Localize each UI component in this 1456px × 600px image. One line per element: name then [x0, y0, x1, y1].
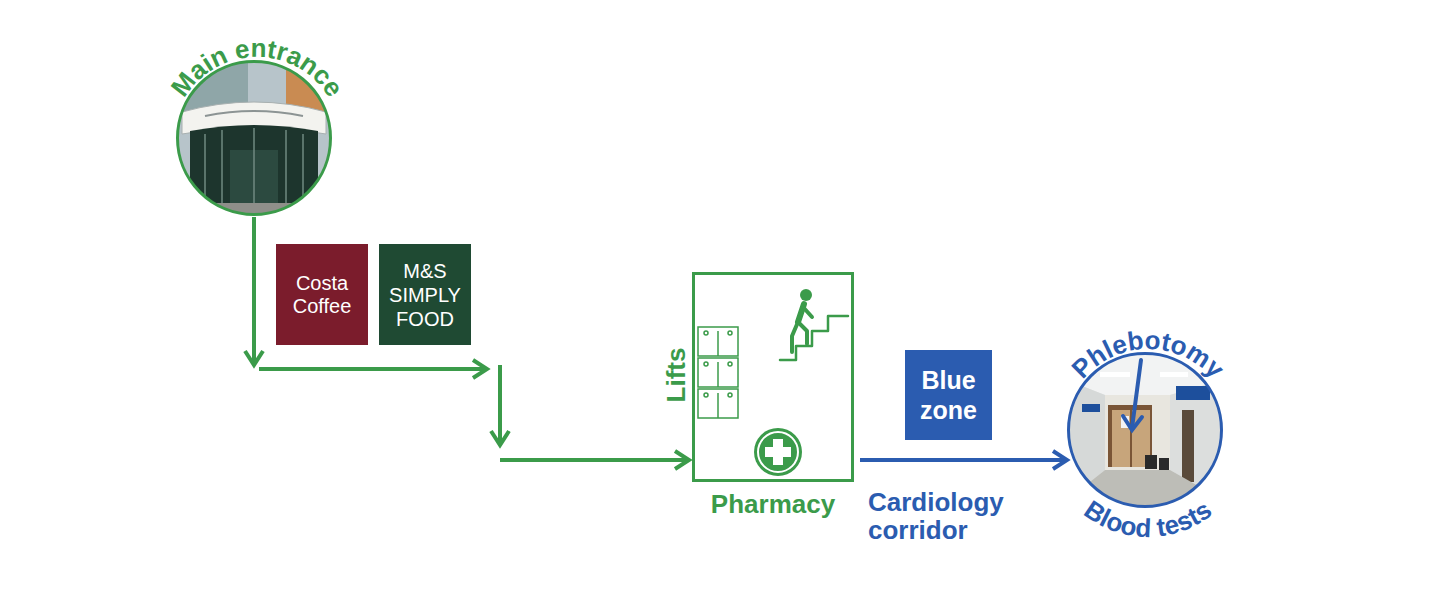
lift-light: [704, 331, 708, 335]
arrow-head: [491, 431, 509, 445]
lift-light: [728, 331, 732, 335]
zone-box: Blue zone: [905, 350, 992, 440]
node-text: Pharmacy: [675, 489, 871, 519]
route-segment: [252, 217, 256, 365]
stairs-person-head: [800, 289, 812, 301]
lifts-symbol: [698, 327, 738, 418]
stairs-steps: [780, 316, 848, 360]
node-text: Costa Coffee: [276, 272, 368, 318]
arrow-head: [245, 351, 263, 365]
cross-bar: [765, 447, 791, 457]
pointer-head: [1123, 416, 1142, 430]
photo-chair: [1145, 455, 1157, 469]
curved-label: Blood tests: [1079, 494, 1217, 543]
shop-box: M&S SIMPLY FOOD: [379, 244, 471, 345]
photo-chair: [1159, 458, 1169, 470]
stairs-person-leg: [798, 322, 807, 344]
photo-light: [1100, 372, 1130, 377]
lift-light: [728, 362, 732, 366]
stairs-person-arm: [803, 307, 812, 317]
lift-light: [704, 393, 708, 397]
edge-label: Cardiology corridor: [868, 488, 1058, 544]
arrow-head: [1053, 451, 1067, 469]
photo-frame: [253, 128, 255, 205]
lift-light: [728, 393, 732, 397]
node-text: M&S SIMPLY FOOD: [379, 259, 471, 331]
lifts-pharmacy-box: LiftsPharmacy: [692, 272, 854, 482]
photo-sign: [1082, 404, 1100, 412]
destination-circle: PhlebotomyBlood tests: [1067, 352, 1223, 508]
route-segment: [500, 458, 689, 462]
lift-door: [698, 358, 738, 387]
photo-door: [1112, 410, 1130, 467]
arrow-head: [473, 360, 487, 378]
photo-side-door: [1182, 410, 1194, 482]
photo-sign: [205, 111, 303, 116]
pointer-arrow: [1123, 360, 1142, 430]
route-segment: [259, 367, 487, 371]
photo-frame: [204, 134, 206, 205]
curved-text-layer: Blood tests: [1010, 295, 1286, 571]
curved-label: Phlebotomy: [1066, 325, 1231, 385]
route-arrow: [245, 217, 689, 469]
lift-door: [698, 389, 738, 418]
route-segment: [860, 458, 1067, 462]
photo-door-frames: [205, 128, 303, 205]
route-arrow: [860, 451, 1067, 469]
lift-door-split: [717, 362, 719, 387]
cross-ring: [758, 432, 798, 472]
photo-sign: [1176, 386, 1210, 400]
cross-disc: [754, 428, 802, 476]
photo-light: [1160, 372, 1188, 377]
entrance-circle: Main entrance: [176, 60, 332, 216]
photo-frame: [221, 130, 223, 205]
node-text: Blue zone: [905, 365, 992, 425]
node-text: Lifts: [661, 348, 691, 403]
shop-box: Costa Coffee: [276, 244, 368, 345]
lift-door-split: [717, 331, 719, 356]
curved-label: Main entrance: [165, 33, 350, 102]
pharmacy-cross: [754, 428, 802, 476]
photo-entrance: [190, 125, 318, 205]
stairs-person-leg: [792, 322, 798, 352]
lift-door: [698, 327, 738, 356]
photo-end-wall: [1105, 395, 1170, 470]
lift-door-split: [717, 393, 719, 418]
arrow-head: [675, 451, 689, 469]
curved-text-layer: Main entrance: [119, 3, 395, 279]
photo-frame: [302, 134, 304, 205]
photo-frame: [285, 130, 287, 205]
stairs-symbol: [780, 289, 848, 360]
route-segment: [498, 365, 502, 445]
lift-light: [704, 362, 708, 366]
